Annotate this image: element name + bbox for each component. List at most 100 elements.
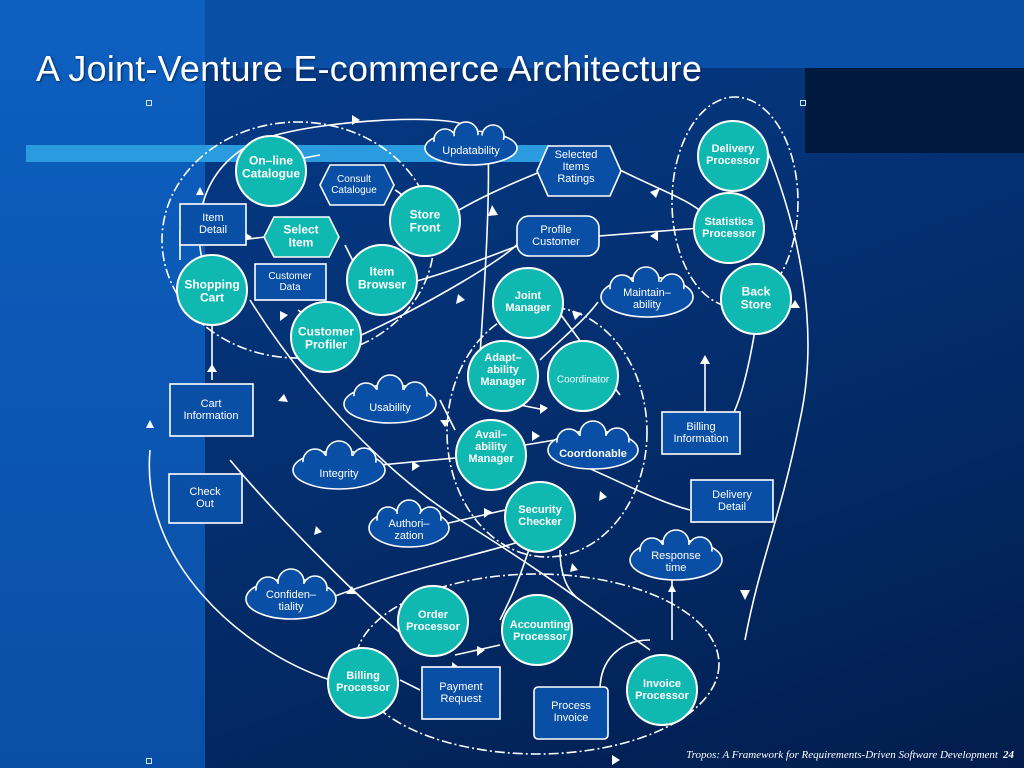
- resource-payment-request: [421, 666, 501, 720]
- customer-profiler-label: Customer: [298, 325, 354, 339]
- arrowhead: [540, 404, 548, 414]
- selected-items-ratings-label: Items: [563, 161, 590, 173]
- store-front-label: Store: [410, 208, 441, 222]
- link: [379, 457, 456, 466]
- adaptability-manager-label: Manager: [480, 376, 526, 388]
- response-time-label: Response: [651, 550, 701, 562]
- resource-check-out: [168, 473, 243, 524]
- arrowhead: [488, 205, 498, 216]
- delivery-detail-label: Detail: [718, 501, 746, 513]
- arrowhead: [146, 420, 154, 428]
- actor-online-catalogue: [235, 135, 307, 207]
- arrowhead: [570, 563, 578, 572]
- authorization-label: zation: [394, 530, 423, 542]
- select-item-label: Item: [289, 236, 314, 250]
- joint-manager-label: Joint: [515, 290, 542, 302]
- resource-boxes: [168, 203, 774, 740]
- store-front-label: Front: [410, 221, 441, 235]
- arrowhead: [599, 491, 607, 501]
- payment-request-label: Payment: [439, 681, 482, 693]
- goal-consult-catalogue: [319, 164, 395, 206]
- profile-customer-label: Customer: [532, 236, 580, 248]
- actor-shopping-cart: [176, 254, 248, 326]
- arrowhead: [650, 231, 658, 241]
- link: [229, 459, 411, 641]
- joint-manager-label: Manager: [505, 302, 551, 314]
- arrowhead: [278, 394, 288, 402]
- link: [599, 639, 651, 691]
- item-detail-label: Detail: [199, 224, 227, 236]
- arrowhead: [484, 508, 492, 518]
- arrowhead: [280, 311, 288, 321]
- customer-profiler-label: Profiler: [305, 338, 347, 352]
- security-checker-label: Checker: [518, 516, 562, 528]
- check-out-label: Out: [196, 498, 214, 510]
- delivery-processor-label: Processor: [706, 155, 761, 167]
- slide-background-topbar: [805, 68, 1024, 153]
- softgoal-integrity: [292, 440, 386, 490]
- select-item-label: Select: [283, 223, 318, 237]
- link: [598, 227, 701, 237]
- actor-joint-manager: [492, 267, 564, 339]
- actor-store-front: [389, 185, 461, 257]
- resource-cart-information: [169, 383, 254, 437]
- online-catalogue-label: On–line: [249, 154, 293, 168]
- actor-customer-profiler: [290, 301, 362, 373]
- invoice-processor-label: Processor: [635, 690, 690, 702]
- arrowhead: [668, 584, 676, 592]
- consult-catalogue-label: Consult: [337, 174, 371, 185]
- process-invoice-label: Invoice: [554, 712, 589, 724]
- arrowhead: [740, 590, 750, 600]
- softgoal-coordonable: [547, 420, 639, 470]
- actor-delivery-processor: [697, 120, 769, 192]
- bullet-marker: [146, 758, 152, 764]
- adaptability-manager-label: Adapt–: [484, 352, 521, 364]
- arrowhead: [314, 526, 322, 535]
- check-out-label: Check: [189, 486, 221, 498]
- link: [559, 549, 581, 601]
- selected-items-ratings-label: Selected: [555, 149, 598, 161]
- shopping-cart-label: Cart: [200, 291, 224, 305]
- arrowhead: [572, 311, 582, 320]
- back-store-label: Back: [742, 285, 771, 299]
- link: [439, 509, 506, 526]
- actor-security-checker: [504, 481, 576, 553]
- arrowhead: [650, 188, 660, 198]
- actor-billing-processor: [327, 647, 399, 719]
- billing-processor-label: Billing: [346, 670, 380, 682]
- item-browser-label: Item: [370, 265, 395, 279]
- online-catalogue-label: Catalogue: [242, 167, 300, 181]
- slide-title: A Joint-Venture E-commerce Architecture: [36, 48, 703, 89]
- arrowhead: [456, 294, 465, 304]
- goal-select-item: [263, 216, 340, 258]
- softgoal-authorization: [368, 499, 450, 548]
- softgoal-response-time: [629, 529, 723, 581]
- actor-availability-manager: [455, 419, 527, 491]
- billing-processor-label: Processor: [336, 682, 391, 694]
- confidentiality-label: tiality: [278, 601, 304, 613]
- billing-information-label: Billing: [686, 421, 715, 433]
- payment-request-label: Request: [441, 693, 482, 705]
- arrowhead: [532, 431, 540, 441]
- footer-citation: Tropos: A Framework for Requirements-Dri…: [686, 749, 998, 761]
- arrowhead: [612, 755, 620, 765]
- resource-billing-information: [661, 411, 741, 455]
- cart-information-label: Cart: [201, 398, 222, 410]
- link: [619, 169, 706, 216]
- item-browser-label: Browser: [358, 278, 406, 292]
- delivery-detail-label: Delivery: [712, 489, 752, 501]
- link: [479, 144, 490, 356]
- confidentiality-label: Confiden–: [266, 589, 317, 601]
- maintainability-label: Maintain–: [623, 287, 672, 299]
- resource-item-detail: [179, 203, 247, 246]
- arrowhead: [477, 646, 485, 656]
- billing-information-label: Information: [673, 433, 728, 445]
- link: [148, 449, 331, 681]
- slide-footer: Tropos: A Framework for Requirements-Dri…: [686, 749, 1014, 761]
- actor-coordinator: [547, 340, 619, 412]
- actor-back-store: [720, 263, 792, 335]
- resource-customer-data: [254, 263, 327, 301]
- arrowhead: [412, 461, 420, 471]
- usability-label: Usability: [369, 402, 411, 414]
